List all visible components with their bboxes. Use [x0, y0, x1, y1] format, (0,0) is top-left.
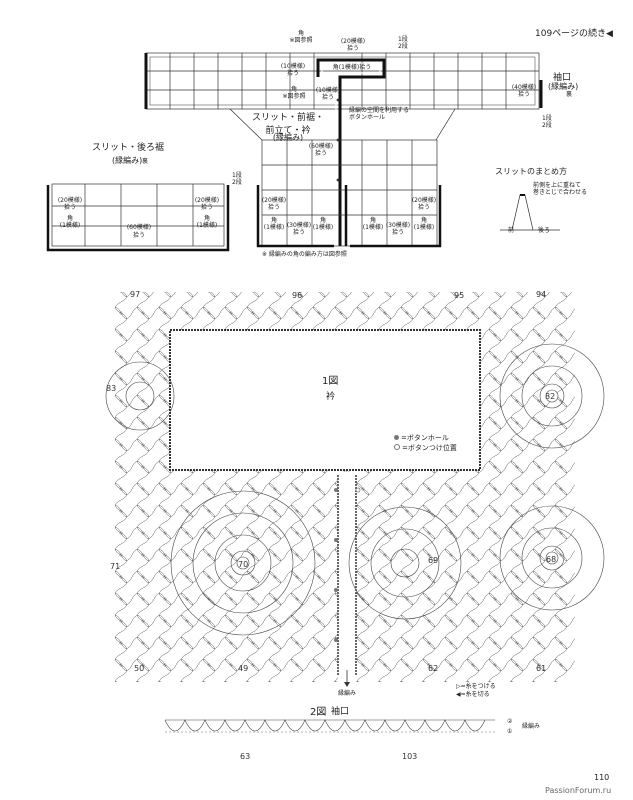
rows-top: 1段 2段: [398, 36, 408, 50]
slit-finish-note: 前側を上に重ねて 巻きとじで合わせる: [533, 182, 588, 196]
motif-number: 83: [106, 384, 117, 393]
back-label: 後ろ: [538, 227, 551, 234]
cuff-ring: (40模様) 拾う: [511, 84, 537, 98]
back-right20: (20模様) 拾う: [194, 197, 220, 211]
slit-back-mark: 裏: [142, 158, 149, 165]
motif-number: 69: [428, 556, 439, 565]
slit-finish-title: スリットのまとめ方: [495, 167, 567, 176]
front-corner1: 角 (1模様): [263, 217, 285, 231]
rows-back: 1段 2段: [232, 172, 242, 186]
front-30a: (30模様) 拾う: [286, 222, 312, 236]
cuff-title: 袖口: [553, 73, 572, 83]
motif-number: 70: [238, 560, 249, 569]
motif-number: 61: [536, 664, 547, 673]
figure1-title: 1図: [322, 376, 339, 387]
cuff-sub: (縁編み): [548, 82, 579, 91]
figure2-subtitle: 袖口: [331, 707, 350, 717]
ring10-label: (10模様) 拾う: [280, 63, 306, 77]
ring20-label: (20模様) 拾う: [340, 38, 366, 52]
garment-schematic: [46, 52, 560, 252]
ring60-label: (60模様) 拾う: [308, 143, 334, 157]
front-20b: (20模様) 拾う: [411, 197, 437, 211]
cuff-row1: ①: [507, 728, 513, 735]
motif-number: 49: [238, 664, 249, 673]
motif-number: 62: [428, 664, 439, 673]
legend-buttonhole: =ボタンホール: [394, 435, 449, 442]
page-number: 110: [594, 773, 610, 782]
front-corner3: 角 (1模様): [362, 217, 384, 231]
front-corner2: 角 (1模様): [312, 217, 334, 231]
slit-back-title: スリット・後ろ裾: [92, 143, 165, 153]
motif-number: 50: [134, 664, 145, 673]
legend-attach: ▷=糸をつける: [456, 683, 496, 690]
motif-number: 96: [292, 291, 303, 300]
motif-number: 71: [110, 562, 121, 571]
corner-note-top: 角 ※図参照: [289, 30, 313, 44]
motif-number: 95: [454, 291, 465, 300]
front-label: 前: [508, 227, 515, 234]
cuff-front-mark: 裏: [566, 91, 573, 98]
slit-front-sub: (縁編み): [272, 133, 304, 142]
cuff-edging: 縁編み: [522, 723, 541, 730]
legend-button: =ボタンつけ位置: [394, 444, 457, 452]
back-corner-r: 角 (1模様): [196, 215, 218, 229]
slit-back-sub: (縁編み): [112, 156, 143, 165]
rows-cuff: 1段 2段: [542, 115, 552, 129]
corner-note-left: 角 ※図参照: [282, 86, 306, 100]
cuff-chart: [164, 719, 495, 733]
figure1-subtitle: 衿: [326, 392, 336, 402]
motif-number: 94: [536, 290, 547, 299]
motif-number: 97: [130, 290, 141, 299]
cuff-number: 63: [240, 752, 251, 761]
ring10-b: (10模様) 拾う: [315, 87, 341, 101]
back-corner-l: 角 (1模様): [59, 215, 81, 229]
edging-label: 縁編み: [338, 690, 357, 697]
crochet-chart: [105, 292, 605, 687]
buttonhole-icon: [394, 435, 399, 440]
back-left20: (20模様) 拾う: [57, 197, 83, 211]
legend-cut: ◀=糸を切る: [456, 691, 490, 698]
motif-number: 68: [546, 555, 557, 564]
cut-arrow-icon: ◀: [456, 691, 461, 698]
back-60: (60模様): [126, 224, 152, 231]
corner-1pattern: 角(1模様)拾う: [332, 64, 372, 71]
front-corner4: 角 (1模様): [413, 217, 435, 231]
attach-arrow-icon: ▷: [456, 683, 461, 690]
back-60b: 拾う: [132, 232, 146, 239]
continued-from-page: 109ページの続き◀: [535, 29, 613, 39]
footnote: ※ 縁編みの角の編み方は図参照: [262, 251, 347, 258]
front-30b: (30模様) 拾う: [385, 222, 411, 236]
watermark: PassionForum.ru: [545, 786, 612, 795]
motif-number: 82: [545, 392, 556, 401]
cuff-number: 103: [402, 752, 418, 761]
buttonhole-note: 縁編の空間を利用する ボタンホール: [349, 107, 410, 121]
button-position-icon: [394, 444, 400, 450]
slit-front-title: スリット・前裾・ 前立て・衿: [251, 113, 325, 136]
figure2-title: 2図: [310, 707, 327, 718]
cuff-row2: ②: [507, 718, 513, 725]
front-20: (20模様) 拾う: [261, 197, 287, 211]
